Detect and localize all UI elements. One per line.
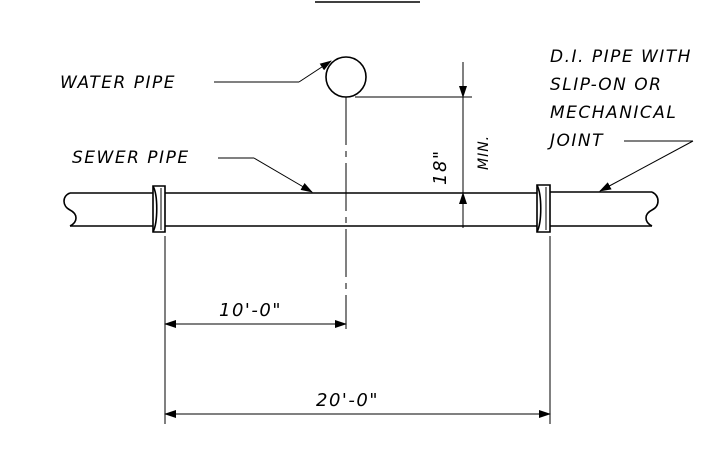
sewer-pipe-label: SEWER PIPE: [72, 148, 190, 168]
di-pipe-label-line2: SLIP-ON OR: [550, 75, 662, 95]
full-length-dimension: 20'-0": [164, 390, 551, 418]
sewer-pipe: [63, 184, 659, 233]
pipe-break-right: [645, 191, 659, 227]
di-pipe-label-line3: MECHANICAL: [550, 103, 677, 123]
di-pipe-leader-arrow: [599, 140, 694, 192]
water-pipe-callout: WATER PIPE: [60, 60, 332, 93]
separation-value: 18": [430, 149, 451, 185]
sewer-pipe-callout: SEWER PIPE: [72, 148, 313, 193]
separation-dimension: 18" MIN.: [355, 62, 492, 228]
water-pipe-label: WATER PIPE: [60, 73, 176, 93]
sewer-pipe-leader-arrow: [253, 157, 313, 193]
di-pipe-callout: D.I. PIPE WITH SLIP-ON OR MECHANICAL JOI…: [547, 47, 694, 192]
half-length-value: 10'-0": [219, 300, 282, 321]
water-pipe: [325, 56, 367, 98]
joint-left: [152, 185, 166, 233]
di-pipe-label-line1: D.I. PIPE WITH: [550, 47, 692, 67]
joint-right: [536, 184, 551, 233]
separation-note: MIN.: [476, 135, 492, 170]
di-pipe-label-line4: JOINT: [547, 131, 604, 151]
pipe-break-left: [63, 192, 77, 227]
water-pipe-leader-arrow: [298, 60, 332, 83]
full-length-value: 20'-0": [316, 390, 379, 411]
half-length-dimension: 10'-0": [164, 300, 347, 328]
